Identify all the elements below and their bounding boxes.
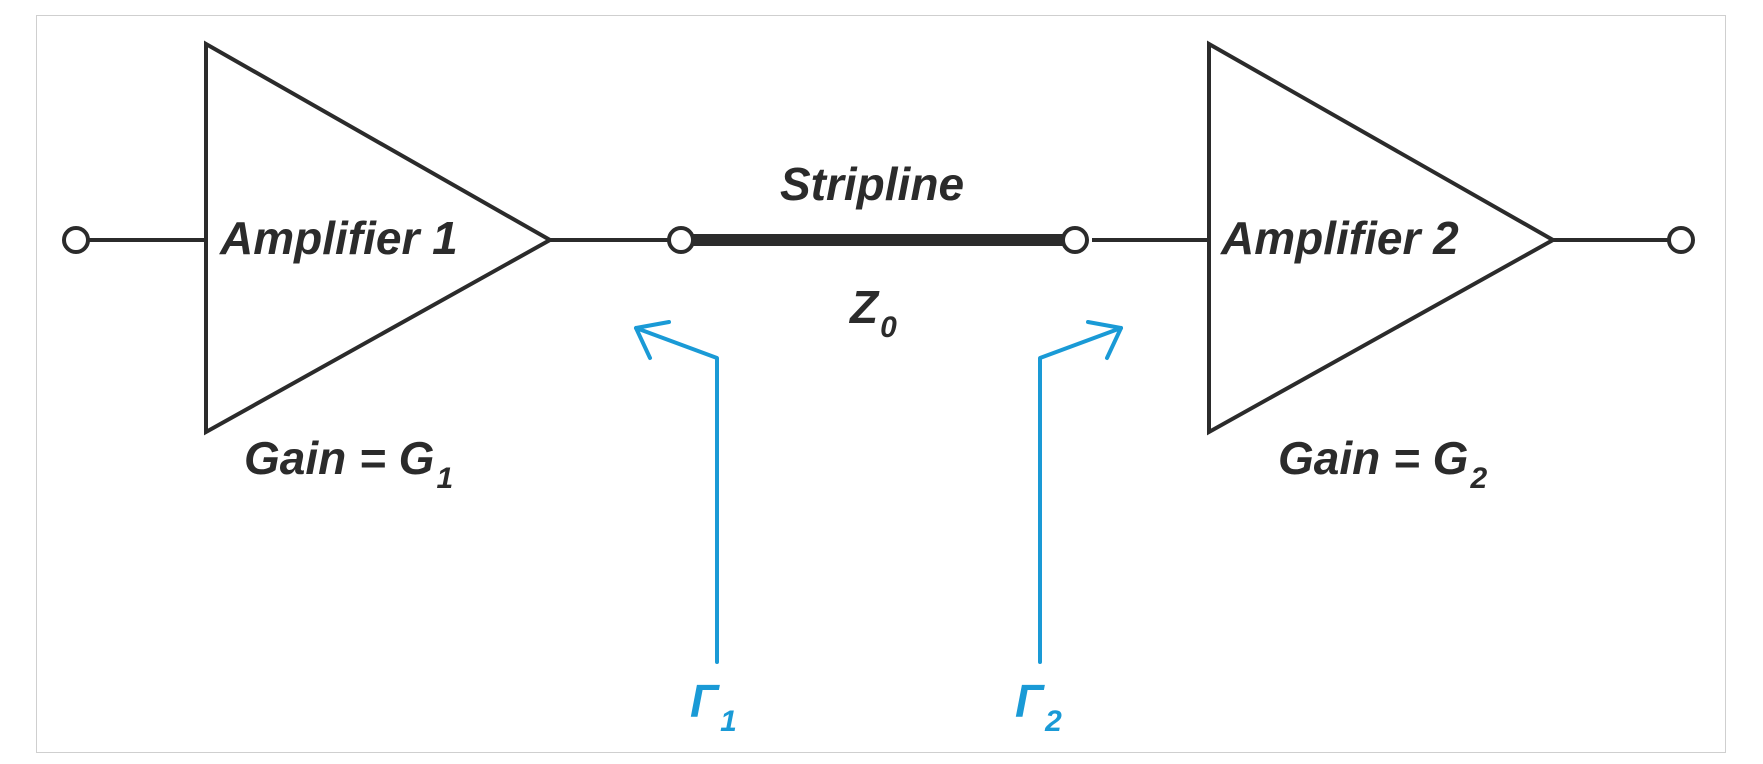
reflection-2-label: Γ2 (1015, 675, 1062, 738)
stripline-impedance: Z0 (848, 281, 897, 344)
terminals (62, 226, 1695, 254)
reflection-1-label: Γ1 (690, 675, 737, 738)
stripline-impedance-symbol: Z (848, 281, 880, 333)
diagram-frame (36, 15, 1726, 753)
amplifier-2-gain-subscript: 2 (1469, 462, 1487, 495)
output-terminal (1667, 226, 1695, 254)
reflection-1-symbol: Γ (690, 675, 720, 727)
reflection-1-subscript: 1 (720, 705, 737, 738)
stripline-left-terminal (667, 226, 695, 254)
reflection-2-subscript: 2 (1044, 705, 1062, 738)
input-terminal (62, 226, 90, 254)
amplifier-1-label: Amplifier 1 (219, 212, 458, 264)
stripline-impedance-subscript: 0 (880, 311, 897, 344)
amplifier-1-symbol (204, 40, 555, 436)
reflection-1-arrow (634, 320, 719, 664)
amplifier-2-gain: Gain = G2 (1278, 432, 1487, 495)
amplifier-2-label: Amplifier 2 (1220, 212, 1459, 264)
reflection-2-arrow (1038, 320, 1123, 664)
amplifier-1-gain-text: Gain = G (244, 432, 434, 484)
reflection-2-symbol: Γ (1015, 675, 1045, 727)
amplifier-1-gain: Gain = G1 (244, 432, 453, 495)
stripline-label: Stripline (780, 158, 964, 210)
amplifier-1-gain-subscript: 1 (436, 462, 453, 495)
amplifier-2-gain-text: Gain = G (1278, 432, 1468, 484)
amplifier-2-symbol (1207, 40, 1558, 436)
stripline-right-terminal (1061, 226, 1089, 254)
